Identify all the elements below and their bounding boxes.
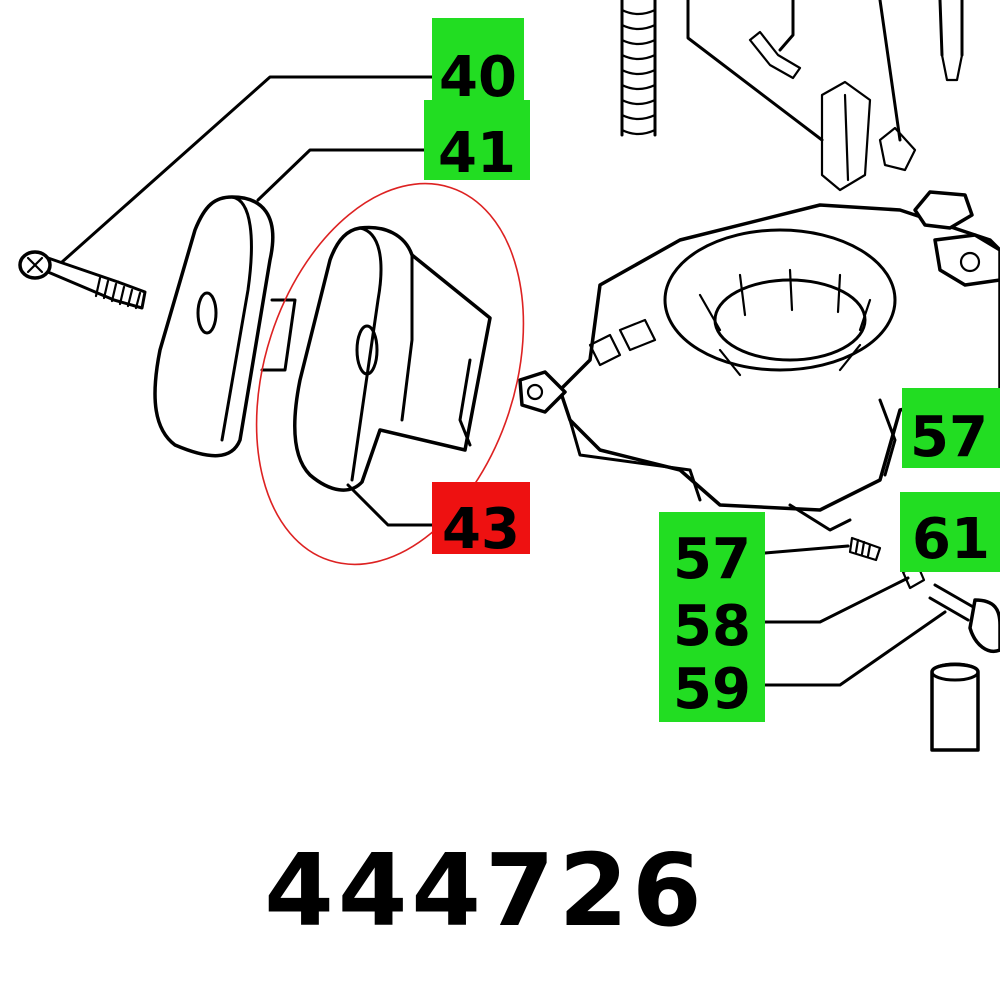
part-number: 444726 <box>264 832 705 949</box>
callout-59[interactable]: 59 <box>659 657 765 722</box>
callout-61[interactable]: 61 <box>900 492 1000 572</box>
callout-57-left[interactable]: 57 <box>659 512 765 592</box>
callout-61-label: 61 <box>912 507 990 572</box>
top-pins <box>686 0 964 192</box>
callout-58-label: 58 <box>673 594 751 659</box>
selection-highlight-ellipse <box>255 182 525 566</box>
callout-41-label: 41 <box>438 121 516 186</box>
knob-part <box>293 225 492 492</box>
callout-40-label: 40 <box>439 45 517 110</box>
callout-58[interactable]: 58 <box>659 590 765 660</box>
small-parts <box>848 536 1000 752</box>
callout-43-label: 43 <box>442 497 520 562</box>
callout-59-label: 59 <box>673 657 751 722</box>
housing-part <box>518 190 1000 532</box>
spring-part <box>620 0 657 137</box>
callout-40[interactable]: 40 <box>432 18 524 110</box>
callout-57-right-label: 57 <box>910 405 988 470</box>
callout-41[interactable]: 41 <box>424 100 530 186</box>
callout-57-left-label: 57 <box>673 527 751 592</box>
disc-part <box>153 195 297 458</box>
callout-57-right[interactable]: 57 <box>902 388 1000 470</box>
leader-lines <box>60 75 947 687</box>
screw-part <box>18 250 147 310</box>
callout-43[interactable]: 43 <box>432 482 530 562</box>
